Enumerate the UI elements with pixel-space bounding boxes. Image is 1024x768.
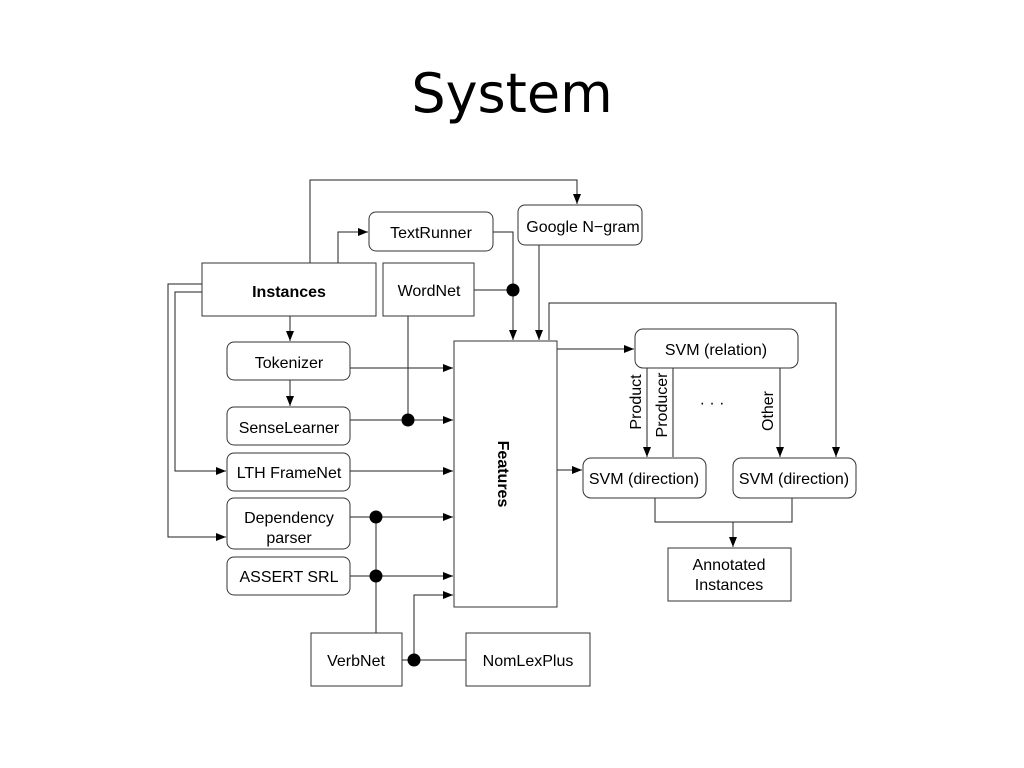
node-svm-direction-1: SVM (direction) xyxy=(582,457,707,499)
node-dependency-label-2: parser xyxy=(266,530,312,547)
node-svm-direction-2-label: SVM (direction) xyxy=(739,471,849,488)
node-instances: Instances xyxy=(201,262,377,317)
edge-instances-google xyxy=(309,179,581,263)
node-dependency-parser: Dependency parser xyxy=(226,497,351,550)
node-textrunner-label: TextRunner xyxy=(390,225,472,242)
node-assert-srl-label: ASSERT SRL xyxy=(239,569,338,586)
junction-dot xyxy=(369,510,383,524)
edge-instances-lth xyxy=(174,291,226,475)
edge-features-svmdir2 xyxy=(548,302,840,457)
junctions xyxy=(369,283,520,667)
node-lth-framenet: LTH FrameNet xyxy=(226,452,351,492)
node-dependency-label-1: Dependency xyxy=(244,510,334,527)
node-wordnet-label: WordNet xyxy=(398,283,461,300)
edge-label-producer: Producer xyxy=(654,372,671,438)
node-instances-label: Instances xyxy=(252,284,326,301)
node-textrunner: TextRunner xyxy=(368,211,494,252)
node-annotated-label-2: Instances xyxy=(695,577,763,594)
slide-title: System xyxy=(411,62,613,125)
junction-dot xyxy=(401,413,415,427)
edge-svmdir1-annotated xyxy=(654,498,793,523)
node-svm-direction-1-label: SVM (direction) xyxy=(589,471,699,488)
node-annotated-instances: Annotated Instances xyxy=(667,547,792,602)
edge-textrunner-features xyxy=(493,231,517,340)
edge-label-ellipsis: · · · xyxy=(700,395,725,412)
node-verbnet: VerbNet xyxy=(310,632,403,687)
edge-nomlex-features xyxy=(413,591,453,660)
edge-instances-textrunner xyxy=(337,228,368,263)
node-svm-relation-label: SVM (relation) xyxy=(665,342,767,359)
node-verbnet-label: VerbNet xyxy=(327,653,385,670)
node-annotated-label-1: Annotated xyxy=(693,557,766,574)
node-features-label: Features xyxy=(494,441,511,508)
connections xyxy=(167,179,840,661)
junction-dot xyxy=(369,569,383,583)
node-svm-direction-2: SVM (direction) xyxy=(732,457,857,499)
node-senselearner: SenseLearner xyxy=(226,406,351,446)
edge-label-other: Other xyxy=(760,390,777,431)
node-assert-srl: ASSERT SRL xyxy=(226,556,351,596)
node-tokenizer: Tokenizer xyxy=(226,341,351,381)
node-nomlexplus-label: NomLexPlus xyxy=(483,653,574,670)
node-nomlexplus: NomLexPlus xyxy=(465,632,591,687)
junction-dot xyxy=(506,283,520,297)
edge-label-product: Product xyxy=(628,374,645,430)
node-google-ngram: Google N−gram xyxy=(517,204,643,246)
node-lth-framenet-label: LTH FrameNet xyxy=(237,465,342,482)
junction-dot xyxy=(407,653,421,667)
node-features: Features xyxy=(453,340,558,608)
node-svm-relation: SVM (relation) xyxy=(634,328,799,369)
node-tokenizer-label: Tokenizer xyxy=(255,355,324,372)
node-senselearner-label: SenseLearner xyxy=(239,420,340,437)
edge-instances-dependency xyxy=(167,283,226,541)
node-wordnet: WordNet xyxy=(382,262,475,317)
node-google-ngram-label: Google N−gram xyxy=(526,219,639,236)
